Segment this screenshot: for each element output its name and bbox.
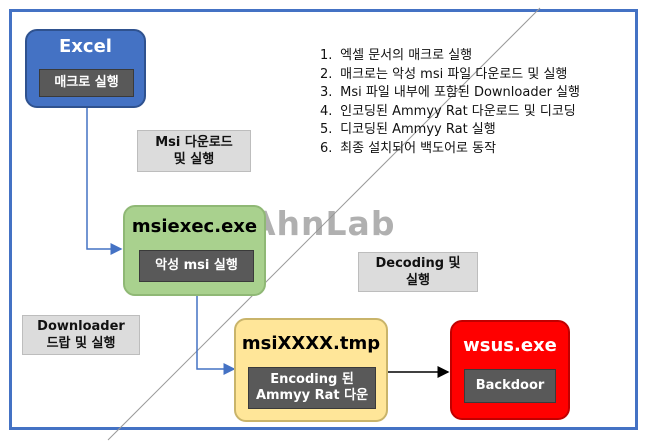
label-msi-download-line2: 및 실행 — [173, 152, 215, 167]
msixxxx-node-title: msiXXXX.tmp — [241, 333, 381, 354]
step-number: 4. — [320, 103, 333, 119]
step-text: 최종 설치되어 백도어로 동작 — [340, 140, 497, 156]
step-item: 6. 최종 설치되어 백도어로 동작 — [320, 140, 580, 159]
msixxxx-encoded-ammyy-box: Encoding 된 Ammyy Rat 다운 — [248, 367, 376, 409]
attack-steps-list: 1. 엑셀 문서의 매크로 실행 2. 매크로는 악성 msi 파일 다운로드 … — [320, 47, 580, 158]
label-decoding-line2: 실행 — [406, 273, 430, 288]
msiexec-malicious-msi-box: 악성 msi 실행 — [139, 250, 254, 282]
ahnlab-watermark: AhnLab — [250, 204, 396, 243]
label-downloader: Downloader 드랍 및 실행 — [22, 315, 140, 355]
step-number: 1. — [320, 48, 333, 63]
wsus-backdoor-box: Backdoor — [464, 369, 556, 403]
arrow-excel-to-msiexec — [86, 108, 123, 255]
step-text: Msi 파일 내부에 포함된 Downloader 실행 — [340, 85, 580, 100]
step-number: 2. — [320, 66, 333, 82]
msiexec-node: msiexec.exe 악성 msi 실행 — [123, 205, 266, 296]
diagonal-divider-line — [107, 7, 541, 441]
step-number: 5. — [320, 122, 333, 137]
wsus-node-title: wsus.exe — [463, 335, 557, 356]
label-decoding-line1: Decoding 및 — [375, 256, 461, 271]
msixxxx-inner-line1: Encoding 된 — [270, 372, 354, 387]
excel-node-title: Excel — [59, 36, 112, 57]
label-downloader-line1: Downloader — [37, 319, 125, 334]
excel-node: Excel 매크로 실행 — [25, 29, 146, 108]
msixxxx-node: msiXXXX.tmp Encoding 된 Ammyy Rat 다운 — [234, 318, 388, 422]
step-item: 4. 인코딩된 Ammyy Rat 다운로드 및 디코딩 — [320, 103, 580, 122]
msiexec-node-title: msiexec.exe — [131, 216, 258, 237]
step-item: 1. 엑셀 문서의 매크로 실행 — [320, 47, 580, 66]
step-item: 3. Msi 파일 내부에 포함된 Downloader 실행 — [320, 84, 580, 103]
arrow-msiexec-to-msixxxx — [196, 296, 236, 375]
label-downloader-line2: 드랍 및 실행 — [46, 336, 116, 351]
step-item: 5. 디코딩된 Ammyy Rat 실행 — [320, 121, 580, 140]
step-text: 매크로는 악성 msi 파일 다운로드 및 실행 — [340, 66, 568, 82]
label-msi-download: Msi 다운로드 및 실행 — [137, 130, 251, 172]
step-number: 6. — [320, 140, 333, 156]
step-number: 3. — [320, 85, 333, 100]
step-text: 디코딩된 Ammyy Rat 실행 — [340, 122, 496, 137]
label-msi-download-line1: Msi 다운로드 — [155, 135, 233, 150]
step-item: 2. 매크로는 악성 msi 파일 다운로드 및 실행 — [320, 66, 580, 85]
excel-macro-box: 매크로 실행 — [39, 69, 134, 97]
step-text: 엑셀 문서의 매크로 실행 — [340, 48, 473, 63]
wsus-node: wsus.exe Backdoor — [450, 320, 570, 420]
step-text: 인코딩된 Ammyy Rat 다운로드 및 디코딩 — [340, 103, 576, 119]
label-decoding: Decoding 및 실행 — [358, 252, 478, 292]
msixxxx-inner-line2: Ammyy Rat 다운 — [255, 388, 369, 403]
